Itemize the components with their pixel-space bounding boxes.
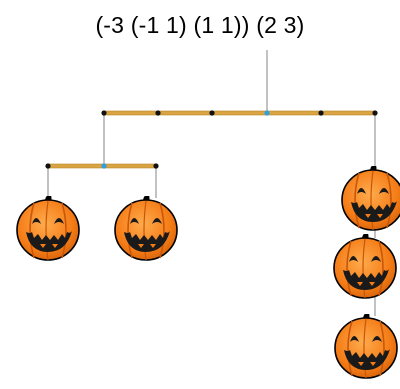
end-dot [318, 110, 324, 116]
jack-o-lantern-icon [334, 314, 398, 379]
end-dot [209, 110, 215, 116]
end-dot [45, 163, 51, 169]
expression-title: (-3 (-1 1) (1 1)) (2 3) [95, 12, 305, 38]
jack-o-lantern-icon [16, 196, 80, 261]
jack-o-lantern-icon [333, 234, 397, 299]
top-beam-dots [101, 110, 378, 116]
jack-o-lantern-icon [114, 196, 178, 261]
end-dot [101, 110, 107, 116]
end-dot [372, 110, 378, 116]
sub-beam-dots [45, 163, 159, 169]
pivot-dot [264, 110, 270, 116]
jack-o-lantern-icon [341, 166, 400, 231]
end-dot [155, 110, 161, 116]
end-dot [153, 163, 159, 169]
pivot-dot [101, 163, 107, 169]
top-beam [103, 110, 376, 116]
